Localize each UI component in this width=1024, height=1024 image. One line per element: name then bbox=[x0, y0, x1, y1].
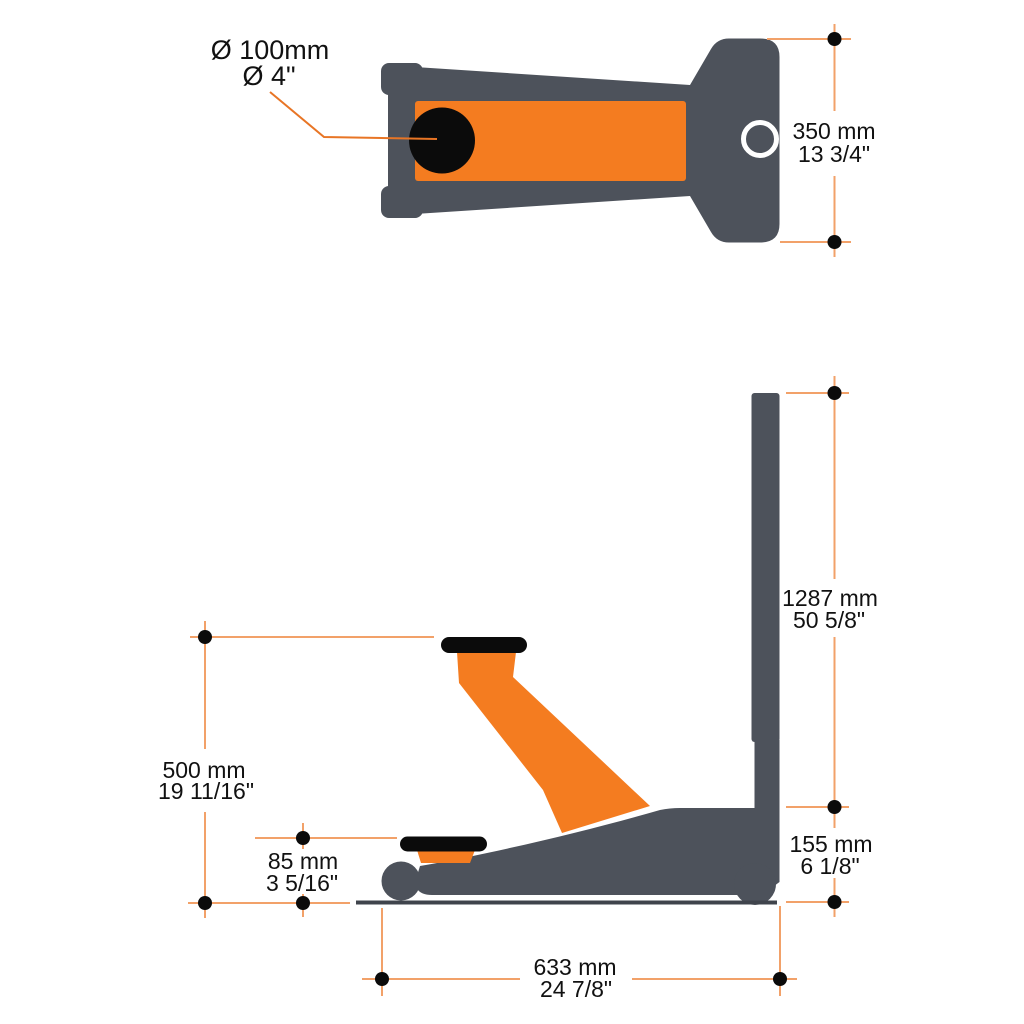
dim-dot bbox=[773, 972, 787, 986]
saddle-diameter-label-imperial: Ø 4" bbox=[242, 61, 295, 91]
dim-dot bbox=[827, 895, 842, 909]
saddle-pad-raised bbox=[441, 637, 527, 653]
handle-height-label-metric: 1287 mm bbox=[782, 585, 878, 611]
max-lift-height-label-metric: 500 mm bbox=[162, 757, 245, 783]
rear-height-label-imperial: 6 1/8" bbox=[800, 853, 859, 879]
overall-width-label-imperial: 13 3/4" bbox=[798, 141, 870, 167]
saddle-diameter-label-metric: Ø 100mm bbox=[211, 35, 330, 65]
dim-max-lift-height bbox=[188, 621, 434, 918]
rear-height-label-metric: 155 mm bbox=[789, 831, 872, 857]
length-label-imperial: 24 7/8" bbox=[540, 976, 612, 1002]
top-view bbox=[381, 38, 780, 243]
chassis bbox=[415, 808, 780, 895]
dim-dot bbox=[827, 386, 842, 400]
overall-width-label-metric: 350 mm bbox=[792, 118, 875, 144]
top-view-front-bar bbox=[388, 63, 420, 218]
side-view bbox=[356, 393, 780, 905]
handle-upper bbox=[751, 393, 780, 742]
min-height-label-imperial: 3 5/16" bbox=[266, 870, 338, 896]
dim-dot bbox=[827, 800, 842, 814]
dim-min-height bbox=[255, 823, 397, 917]
saddle-diameter-leader-line bbox=[269, 91, 438, 140]
dim-dot bbox=[827, 32, 842, 46]
dim-handle-height bbox=[786, 376, 849, 828]
length-label-metric: 633 mm bbox=[533, 954, 616, 980]
min-height-label-metric: 85 mm bbox=[268, 848, 338, 874]
max-lift-height-label-imperial: 19 11/16" bbox=[158, 778, 254, 804]
lift-arm-raised bbox=[457, 652, 650, 833]
top-view-rear-pivot bbox=[741, 120, 779, 158]
dim-rear-height bbox=[786, 800, 849, 917]
saddle-pad-lowered bbox=[400, 836, 487, 852]
dim-dot bbox=[296, 831, 310, 845]
dim-dot bbox=[827, 235, 842, 249]
top-view-saddle-pad bbox=[409, 107, 475, 174]
rear-caster-wheel bbox=[734, 863, 776, 905]
top-view-chassis-plate bbox=[415, 101, 686, 181]
dim-dot bbox=[198, 630, 212, 644]
dim-dot bbox=[375, 972, 389, 986]
handle-lower bbox=[754, 740, 780, 815]
handle-height-label-imperial: 50 5/8" bbox=[793, 607, 865, 633]
dim-dot bbox=[296, 896, 310, 910]
front-wheel bbox=[381, 861, 421, 901]
dim-dot bbox=[198, 896, 212, 910]
saddle-support-lowered bbox=[417, 850, 475, 863]
dim-overall-width bbox=[767, 24, 851, 257]
dim-length bbox=[362, 906, 797, 996]
